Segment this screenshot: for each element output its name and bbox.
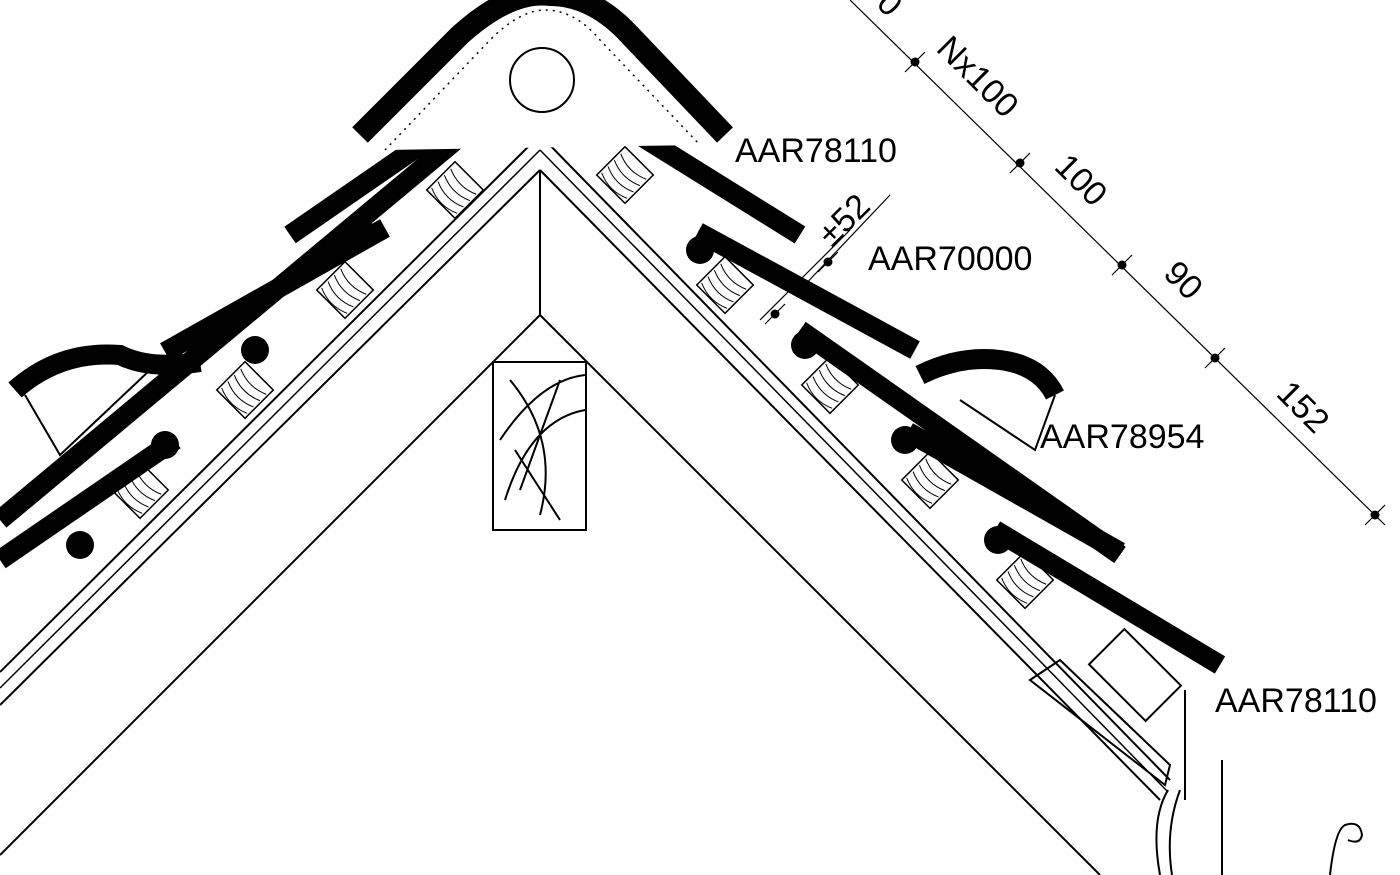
tile-battens — [110, 145, 1055, 610]
tile-nib — [686, 236, 714, 264]
batten — [425, 160, 485, 220]
label-ventilation-tile: AAR78954 — [1040, 418, 1204, 456]
batten — [315, 260, 375, 320]
batten — [900, 450, 960, 510]
roof-tile — [989, 521, 1226, 674]
dimension-0: 0 — [869, 0, 909, 24]
tile-nib — [151, 431, 179, 459]
truss-line — [0, 314, 1101, 875]
tile-nib — [241, 336, 269, 364]
tile-nib — [791, 331, 819, 359]
label-eave-tile: AAR78110 — [1215, 682, 1377, 720]
tile-nib — [891, 426, 919, 454]
dimension-tick-line — [1111, 254, 1133, 276]
eave-board — [1028, 627, 1183, 787]
fascia-lines — [1184, 690, 1223, 875]
dimension-tick-line — [904, 51, 926, 73]
ridge-cap — [352, 0, 733, 151]
dimension-tick-line — [1009, 152, 1031, 174]
dimension-tick-line — [817, 251, 839, 273]
underlay-line — [0, 149, 1169, 793]
outer-rafter-line — [0, 134, 1171, 781]
dimension-90: 90 — [1156, 254, 1210, 308]
vent-tiles — [8, 344, 1064, 457]
label-ridge-tile: AAR78110 — [735, 132, 897, 170]
dimension-152: 152 — [1269, 374, 1336, 441]
inner-rafter-line — [0, 169, 1161, 801]
roof-tiles — [0, 81, 1226, 674]
dimension-nx100: Nx100 — [929, 29, 1025, 125]
roof-tile — [0, 112, 487, 528]
dimension-tick-line — [1204, 347, 1226, 369]
tile-nib — [346, 216, 374, 244]
roof-tile — [693, 223, 920, 359]
ridge-roll — [509, 47, 575, 113]
tile-nib — [66, 531, 94, 559]
ridge-beam — [492, 361, 587, 531]
dimension-tick-line — [764, 303, 786, 325]
roof-tile — [903, 423, 1125, 561]
batten — [215, 360, 275, 420]
gutter-bracket — [1155, 789, 1181, 875]
tile-nib — [984, 526, 1012, 554]
dimension-chain — [759, 0, 1386, 526]
batten — [695, 255, 755, 315]
roof-tile — [0, 431, 181, 569]
ridge-tile — [352, 0, 733, 143]
batten — [595, 145, 655, 205]
dimension-tick-line — [1364, 504, 1386, 526]
label-ridge-accessory: AAR70000 — [868, 240, 1032, 278]
gutter-hook — [1329, 822, 1364, 875]
roof-structure — [0, 134, 1364, 875]
